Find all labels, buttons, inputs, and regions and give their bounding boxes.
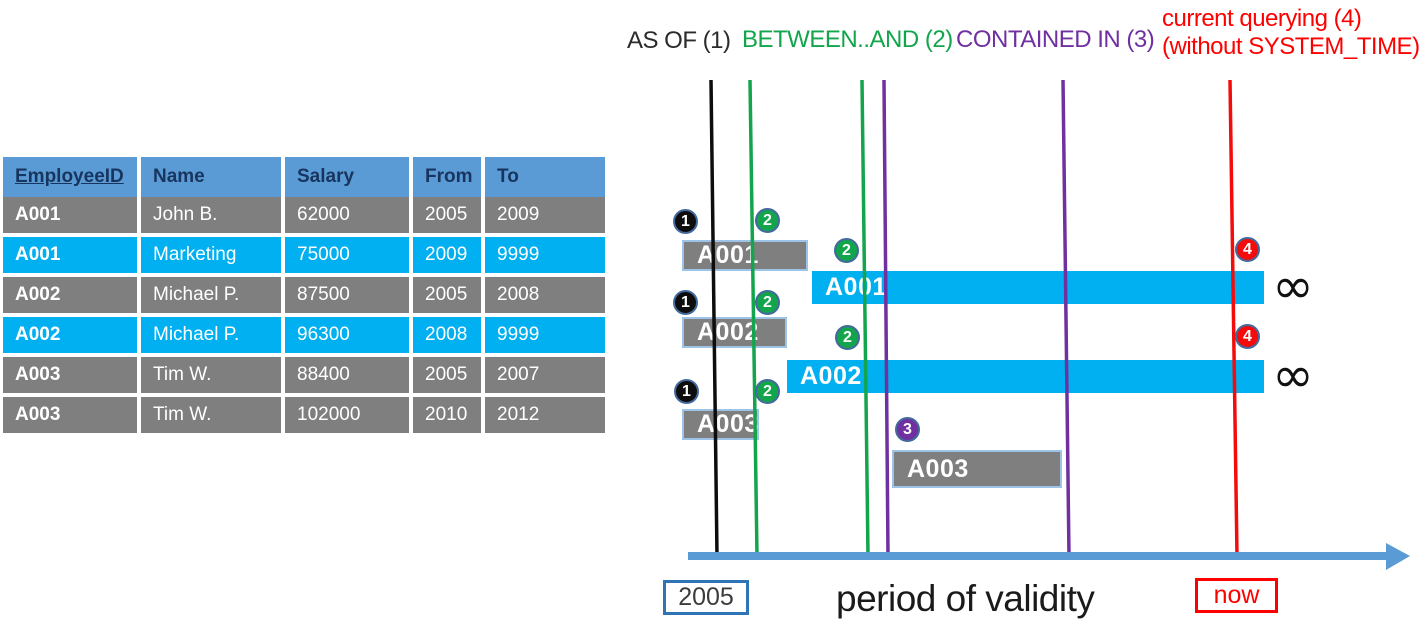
now-line — [1228, 79, 1239, 557]
cell-from: 2008 — [413, 317, 481, 353]
badge-3-a003: 3 — [895, 417, 920, 442]
between-end-line — [860, 79, 870, 557]
contained-start-line — [882, 79, 890, 557]
cell-to: 2009 — [485, 197, 605, 233]
cell-salary: 88400 — [285, 357, 409, 393]
cell-from: 2005 — [413, 357, 481, 393]
cell-to: 2007 — [485, 357, 605, 393]
legend-current-querying: current querying (4) (without SYSTEM_TIM… — [1162, 5, 1420, 61]
cell-from: 2010 — [413, 397, 481, 433]
cell-employee-id: A003 — [3, 357, 137, 393]
cell-from: 2005 — [413, 197, 481, 233]
cell-salary: 102000 — [285, 397, 409, 433]
cell-salary: 62000 — [285, 197, 409, 233]
cell-name: Michael P. — [141, 317, 281, 353]
bar-a002-old: A002 — [682, 317, 787, 348]
employee-table: EmployeeID Name Salary From To A001 John… — [3, 157, 605, 433]
legend-current-line1: current querying (4) — [1162, 5, 1362, 32]
cell-name: Michael P. — [141, 277, 281, 313]
badge-1-a003: 1 — [674, 379, 699, 404]
axis-title: period of validity — [836, 578, 1095, 619]
bar-a002-current: A002 — [787, 360, 1264, 393]
cell-name: Tim W. — [141, 357, 281, 393]
cell-name: John B. — [141, 197, 281, 233]
legend-current-line2: (without SYSTEM_TIME) — [1162, 33, 1420, 60]
cell-to: 9999 — [485, 237, 605, 273]
badge-2-a002-current: 2 — [835, 325, 860, 350]
badge-1-a002: 1 — [673, 290, 698, 315]
cell-employee-id: A002 — [3, 277, 137, 313]
legend-contained-in: CONTAINED IN (3) — [956, 26, 1155, 53]
badge-2-a001-current: 2 — [834, 238, 859, 263]
cell-to: 9999 — [485, 317, 605, 353]
bar-a003-second: A003 — [892, 450, 1062, 488]
cell-name: Marketing — [141, 237, 281, 273]
infinity-icon: ∞ — [1272, 257, 1314, 315]
contained-end-line — [1061, 79, 1071, 557]
cell-employee-id: A001 — [3, 197, 137, 233]
cell-salary: 75000 — [285, 237, 409, 273]
cell-salary: 87500 — [285, 277, 409, 313]
badge-2-a002: 2 — [755, 290, 780, 315]
cell-from: 2005 — [413, 277, 481, 313]
infinity-icon: ∞ — [1272, 346, 1314, 404]
axis-arrowhead-icon — [1386, 543, 1410, 570]
cell-employee-id: A003 — [3, 397, 137, 433]
bar-a001-current: A001 — [812, 271, 1264, 304]
badge-4-a001: 4 — [1235, 237, 1260, 262]
cell-name: Tim W. — [141, 397, 281, 433]
year-2005-box: 2005 — [663, 580, 749, 615]
bar-a001-old: A001 — [682, 240, 808, 271]
cell-to: 2012 — [485, 397, 605, 433]
legend-between-and: BETWEEN..AND (2) — [742, 26, 953, 53]
badge-1-a001: 1 — [673, 209, 698, 234]
badge-2-a001: 2 — [755, 208, 780, 233]
cell-employee-id: A002 — [3, 317, 137, 353]
cell-to: 2008 — [485, 277, 605, 313]
cell-from: 2009 — [413, 237, 481, 273]
bar-a003-old: A003 — [682, 409, 759, 440]
badge-2-a003: 2 — [755, 379, 780, 404]
badge-4-a002: 4 — [1235, 324, 1260, 349]
now-box: now — [1195, 578, 1278, 613]
cell-salary: 96300 — [285, 317, 409, 353]
cell-employee-id: A001 — [3, 237, 137, 273]
legend-as-of: AS OF (1) — [627, 27, 731, 54]
